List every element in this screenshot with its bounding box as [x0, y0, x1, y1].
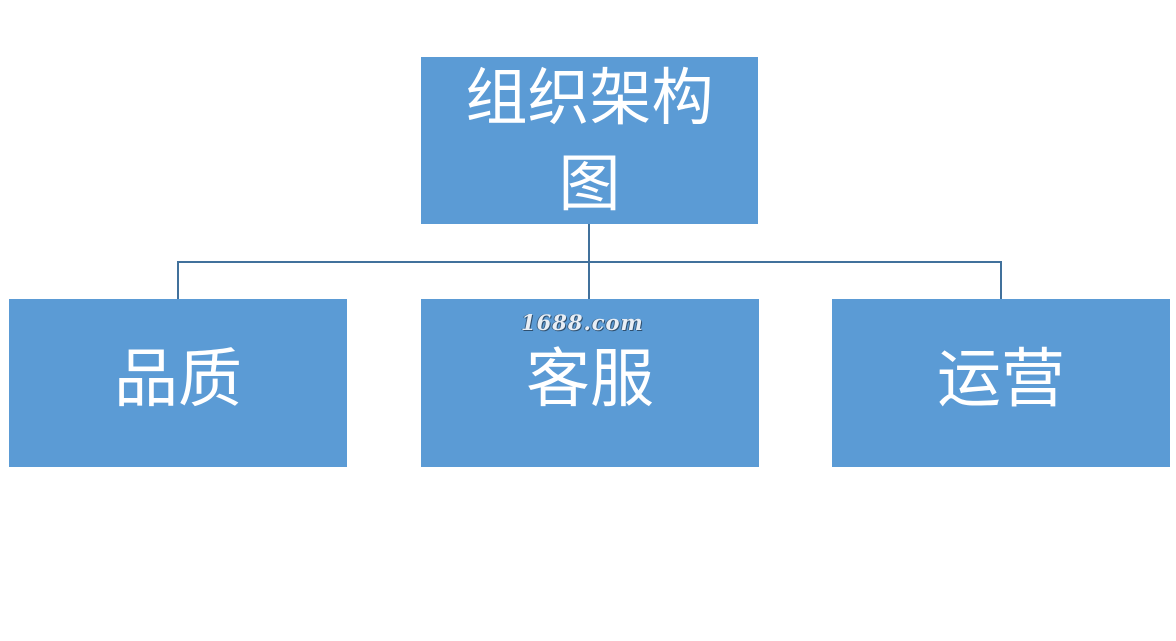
child-node-quality: 品质	[9, 299, 347, 467]
child-node-label: 品质	[114, 343, 242, 417]
connector-child-center	[588, 261, 590, 299]
connector-child-left	[177, 261, 179, 299]
watermark-logo: 1688.com	[521, 310, 644, 335]
child-node-label: 客服	[526, 343, 654, 417]
child-node-label: 运营	[937, 343, 1065, 417]
root-node: 组织架构图	[421, 57, 758, 224]
child-node-operations: 运营	[832, 299, 1170, 467]
root-node-label: 组织架构图	[465, 60, 714, 220]
connector-child-right	[1000, 261, 1002, 299]
connector-root-stem	[588, 224, 590, 262]
child-node-customer-service: 客服	[421, 299, 759, 467]
